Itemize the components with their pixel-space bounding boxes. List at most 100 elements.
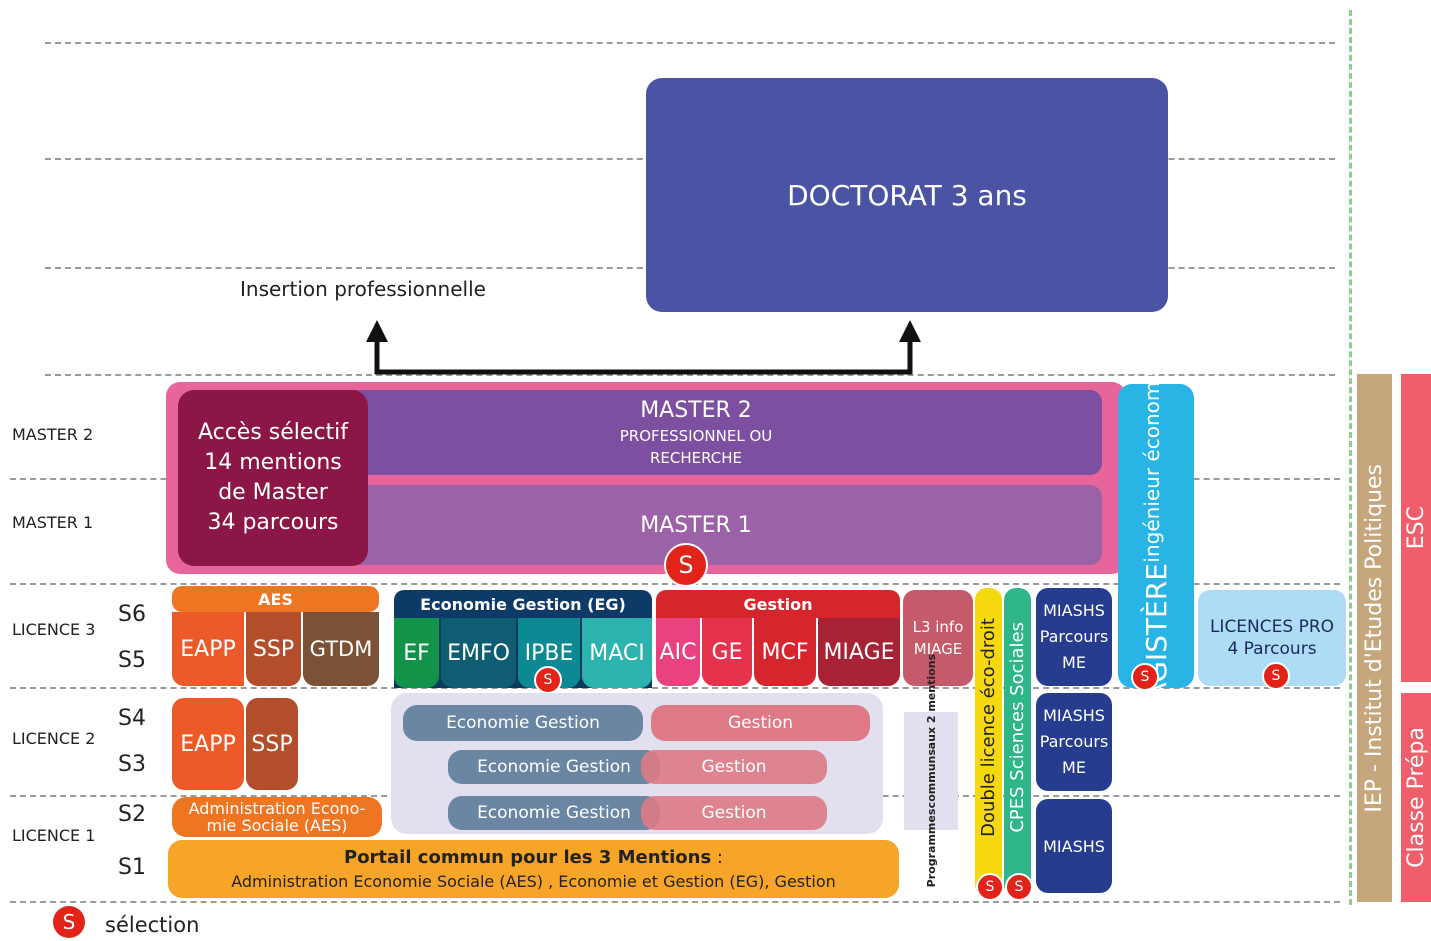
gestion-header: Gestion bbox=[656, 590, 900, 618]
guide-line bbox=[10, 687, 1340, 689]
cpes-bar: CPES Sciences Sociales bbox=[1004, 588, 1031, 896]
cpes-label: CPES Sciences Sociales bbox=[1007, 621, 1028, 833]
programmes-communs-box: Programmes communs aux 2 mentions bbox=[904, 654, 958, 888]
licences-pro-line: LICENCES PRO bbox=[1209, 617, 1335, 637]
aes-header: AES bbox=[172, 586, 379, 612]
miashs-l1-box: MIASHS bbox=[1036, 799, 1112, 893]
arrow-up-icon bbox=[899, 320, 921, 342]
semester-s4: S4 bbox=[118, 706, 146, 731]
eg-item-label: MACI bbox=[589, 640, 645, 666]
miashs-me-l3-box: MIASHS Parcours ME bbox=[1036, 588, 1112, 686]
eco-gestion-pill-s2: Economie Gestion bbox=[448, 796, 660, 830]
selection-badge-icon: S bbox=[1131, 663, 1159, 691]
row-label-licence2: LICENCE 2 bbox=[12, 729, 96, 748]
classe-prepa-bar: Classe Prépa bbox=[1401, 693, 1431, 902]
guide-line bbox=[45, 42, 1335, 44]
portail-colon: : bbox=[711, 847, 723, 868]
selection-badge-icon: S bbox=[534, 666, 562, 694]
row-label-licence3: LICENCE 3 bbox=[12, 620, 96, 639]
selection-badge-icon: S bbox=[664, 543, 708, 587]
eco-gestion-label: Economie Gestion bbox=[477, 803, 631, 823]
programmes-line: communs bbox=[924, 749, 938, 809]
l3info-line: MIAGE bbox=[913, 640, 963, 658]
gestion-item-label: MCF bbox=[761, 639, 809, 665]
arrow-shaft bbox=[374, 336, 913, 375]
row-label-master1: MASTER 1 bbox=[12, 513, 94, 532]
gestion-item-label: AIC bbox=[659, 639, 697, 665]
eg-item-emfo: EMFO bbox=[441, 618, 516, 688]
magistere-sub: ingénieur économiste bbox=[1139, 346, 1164, 564]
acces-line: 34 parcours bbox=[207, 510, 339, 535]
l3info-line: L3 info bbox=[912, 618, 964, 636]
eg-item-label: EMFO bbox=[447, 640, 510, 666]
eco-gestion-pill-s4: Economie Gestion bbox=[403, 705, 643, 741]
iep-bar: IEP - Institut d'Etudes Politiques bbox=[1357, 374, 1392, 902]
gestion-item-aic: AIC bbox=[656, 618, 700, 686]
double-licence-label: Double licence éco-droit bbox=[978, 617, 999, 837]
gestion-pill-s2: Gestion bbox=[641, 796, 827, 830]
esc-bar: ESC bbox=[1401, 374, 1431, 682]
gestion-item-miage: MIAGE bbox=[818, 618, 900, 686]
row-label-licence1: LICENCE 1 bbox=[12, 826, 96, 845]
semester-s2: S2 bbox=[118, 802, 146, 827]
miashs-line: MIASHS bbox=[1043, 601, 1105, 620]
guide-line bbox=[10, 901, 1340, 903]
arrows-connector bbox=[366, 320, 921, 375]
aes-item-label: GTDM bbox=[309, 637, 373, 661]
acces-line: Accès sélectif bbox=[197, 420, 349, 445]
arrow-up-icon bbox=[366, 320, 388, 342]
gestion-pill-s3: Gestion bbox=[641, 750, 827, 784]
legend-selection-icon: S bbox=[53, 906, 85, 938]
master1-label: MASTER 1 bbox=[640, 512, 752, 538]
doctorat-label: DOCTORAT 3 ans bbox=[787, 178, 1027, 212]
row-label-master2: MASTER 2 bbox=[12, 425, 94, 444]
eg-item-ef: EF bbox=[394, 618, 439, 688]
acces-line: 14 mentions bbox=[204, 450, 342, 475]
licences-pro-line: 4 Parcours bbox=[1227, 639, 1317, 659]
aes-l1-box: Administration Econo- mie Sociale (AES) bbox=[172, 797, 382, 837]
doctorat-box: DOCTORAT 3 ans bbox=[646, 78, 1168, 312]
gestion-label: Gestion bbox=[701, 803, 767, 823]
acces-line: de Master bbox=[218, 480, 328, 505]
portail-subtitle: Administration Economie Sociale (AES) , … bbox=[231, 872, 836, 891]
eg-header-label: Economie Gestion (EG) bbox=[420, 594, 626, 614]
l2-ssp-label: SSP bbox=[251, 731, 293, 757]
gestion-item-label: GE bbox=[711, 639, 743, 665]
gestion-item-mcf: MCF bbox=[754, 618, 816, 686]
magistere-title: MAGISTÈRE bbox=[1139, 563, 1173, 726]
miashs-line: ME bbox=[1062, 758, 1086, 777]
gestion-item-ge: GE bbox=[702, 618, 752, 686]
gestion-item-label: MIAGE bbox=[823, 639, 895, 665]
guide-line bbox=[45, 374, 1335, 376]
portail-title: Portail commun pour les 3 Mentions bbox=[344, 847, 712, 868]
selection-badge-icon: S bbox=[976, 873, 1004, 901]
semester-s5: S5 bbox=[118, 648, 146, 673]
master1-box: MASTER 1 bbox=[290, 485, 1102, 565]
aes-item-gtdm: GTDM bbox=[303, 612, 379, 686]
insertion-label: Insertion professionnelle bbox=[240, 277, 486, 301]
aes-l1-line: Administration Econo- bbox=[188, 799, 366, 818]
l3-info-miage-box: L3 info MIAGE bbox=[903, 590, 973, 686]
eg-item-label: EF bbox=[403, 640, 430, 666]
aes-item-label: EAPP bbox=[180, 636, 236, 662]
iep-label: IEP - Institut d'Etudes Politiques bbox=[1362, 463, 1387, 813]
master2-sub2: RECHERCHE bbox=[649, 449, 743, 467]
aes-l1-line: mie Sociale (AES) bbox=[206, 816, 348, 835]
l2-ssp-box: SSP bbox=[246, 698, 298, 790]
legend-label: sélection bbox=[105, 913, 200, 937]
gestion-pill-s4: Gestion bbox=[651, 705, 870, 741]
eco-gestion-label: Economie Gestion bbox=[477, 757, 631, 777]
eco-gestion-pill-s3: Economie Gestion bbox=[448, 750, 660, 784]
aes-item-ssp: SSP bbox=[246, 612, 301, 686]
semester-s3: S3 bbox=[118, 752, 146, 777]
magistere-box: MAGISTÈRE ingénieur économiste bbox=[1118, 346, 1194, 726]
selection-badge-icon: S bbox=[1262, 662, 1290, 690]
double-licence-bar: Double licence éco-droit bbox=[975, 588, 1002, 896]
miashs-line: MIASHS bbox=[1043, 706, 1105, 725]
gestion-header-label: Gestion bbox=[743, 594, 813, 614]
miashs-label: MIASHS bbox=[1043, 836, 1105, 856]
eg-item-maci: MACI bbox=[582, 618, 652, 688]
miashs-line: ME bbox=[1062, 653, 1086, 672]
programmes-line: Programmes bbox=[924, 808, 938, 888]
esc-label: ESC bbox=[1403, 506, 1429, 550]
